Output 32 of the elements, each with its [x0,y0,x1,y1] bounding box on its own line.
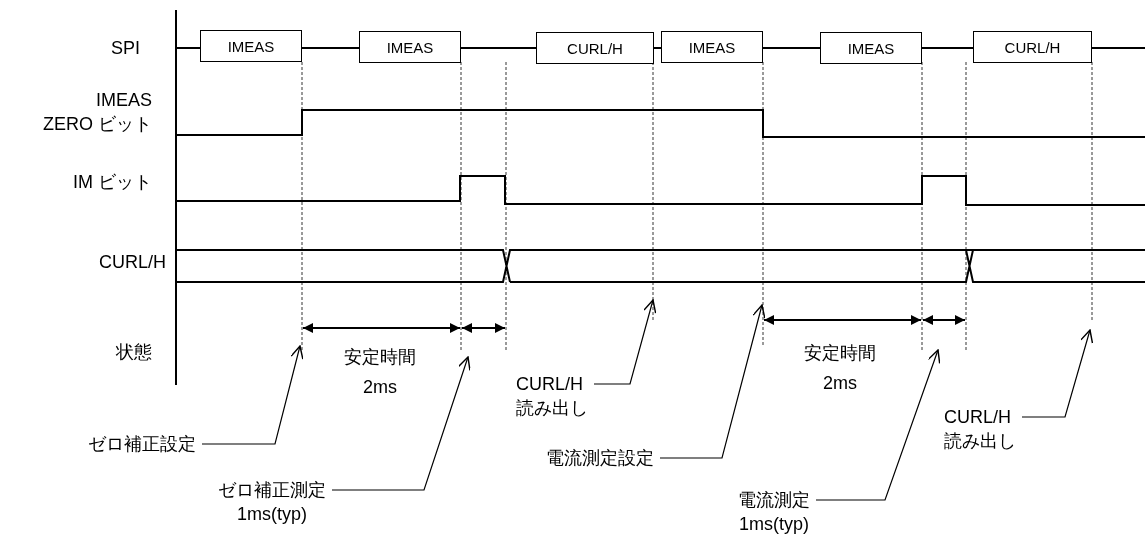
signal-name: CURL/H [99,251,166,274]
bus-line [653,47,662,49]
signal-name: IM ビット [73,171,152,194]
signal-name: IMEAS ZERO ビット [43,89,152,136]
signal-name: SPI [111,37,140,60]
bus-line [762,47,821,49]
callout-text: CURL/H 読み出し [516,372,588,420]
command-box: IMEAS [661,31,763,63]
bus-line [301,47,360,49]
leader-line [815,349,941,501]
callout-text: ゼロ補正設定 [88,432,196,456]
callout-text: 電流測定 1ms(typ) [738,488,810,536]
dimension-label: 安定時間 2ms [344,346,416,399]
bus-line [921,47,974,49]
leader-line [659,304,766,459]
leader-line [1021,329,1094,418]
command-box: CURL/H [536,32,654,64]
bus-line [176,47,201,49]
leader-line [331,356,471,491]
dimension-label: 安定時間 2ms [804,342,876,395]
callout-text: 電流測定設定 [546,446,654,470]
command-box: CURL/H [973,31,1092,63]
row-label: 状態 [116,341,152,364]
callout-text: ゼロ補正測定 1ms(typ) [218,478,326,526]
bus-line [1091,47,1145,49]
bus-line [460,47,537,49]
command-box: IMEAS [200,30,302,62]
leader-line [201,345,304,445]
command-box: IMEAS [359,31,461,63]
callout-text: CURL/H 読み出し [944,405,1016,453]
command-box: IMEAS [820,32,922,64]
leader-line [593,299,657,385]
